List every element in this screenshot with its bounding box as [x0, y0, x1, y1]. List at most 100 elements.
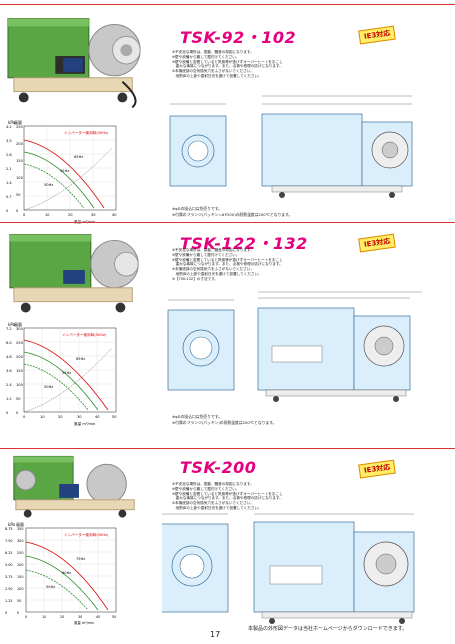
svg-text:300: 300 — [17, 539, 23, 543]
dimension-drawing — [167, 291, 422, 402]
curve-55hz — [23, 351, 99, 411]
svg-text:200: 200 — [16, 142, 24, 146]
svg-text:75Hz: 75Hz — [76, 557, 85, 561]
svg-text:1.4: 1.4 — [6, 181, 12, 185]
svg-text:20: 20 — [60, 615, 64, 619]
model-title: TSK-200 — [180, 458, 257, 477]
top-rule — [0, 4, 455, 5]
svg-text:50: 50 — [112, 615, 116, 619]
svg-text:100: 100 — [16, 176, 24, 180]
svg-text:50Hz: 50Hz — [46, 585, 55, 589]
ie3-badge: IE3対応 — [357, 25, 396, 45]
footnote: ※φDの吸込口は別売りです。 — [172, 206, 222, 211]
svg-text:4.2: 4.2 — [6, 125, 12, 129]
svg-text:150: 150 — [16, 369, 24, 373]
performance-chart: kPa 風量 インバーター使用時(50Hz) 65Hz 55Hz 50Hz 4.… — [6, 119, 117, 224]
svg-text:kPa: kPa — [8, 120, 16, 125]
svg-text:6.0: 6.0 — [6, 341, 12, 345]
svg-text:50Hz: 50Hz — [44, 385, 53, 389]
product-photo — [13, 455, 135, 518]
svg-text:40: 40 — [96, 615, 100, 619]
svg-text:50Hz: 50Hz — [44, 183, 53, 187]
ie3-badge: IE3対応 — [357, 233, 396, 253]
svg-text:350: 350 — [17, 527, 23, 531]
svg-text:6.25: 6.25 — [5, 551, 13, 555]
svg-text:3.5: 3.5 — [6, 139, 12, 143]
svg-text:0: 0 — [23, 415, 26, 419]
svg-text:200: 200 — [17, 563, 23, 567]
svg-text:0.7: 0.7 — [6, 195, 12, 199]
svg-text:100: 100 — [16, 383, 24, 387]
page-footer: 本製品の外形図データは当社ホームページからダウンロードできます。 — [248, 626, 408, 632]
svg-text:60Hz: 60Hz — [62, 571, 71, 575]
svg-text:65Hz: 65Hz — [76, 357, 85, 361]
svg-text:30: 30 — [77, 415, 82, 419]
svg-text:0: 0 — [16, 209, 19, 213]
svg-text:10: 10 — [40, 415, 45, 419]
performance-chart: kPa 風量 インバーター使用時(50Hz) 75Hz 60Hz 50Hz 8.… — [5, 521, 116, 625]
svg-text:kPa: kPa — [8, 522, 16, 527]
svg-text:風量: 風量 — [16, 521, 24, 527]
svg-text:0: 0 — [25, 615, 27, 619]
performance-chart: kPa 風量 インバーター使用時(50Hz) 65Hz 55Hz 50Hz 7.… — [6, 321, 117, 426]
svg-text:300: 300 — [16, 327, 24, 331]
svg-text:風量 m³/min: 風量 m³/min — [74, 219, 95, 224]
svg-text:インバーター使用時(50Hz): インバーター使用時(50Hz) — [64, 532, 109, 537]
footnote: ※付属のフランジ(パッキン=#P200)の耐熱温度は200℃となります。 — [172, 212, 293, 217]
svg-text:40: 40 — [95, 415, 100, 419]
footnote: ※φDの吸込口は別売りです。 — [172, 414, 222, 419]
product-photo — [7, 18, 141, 109]
svg-text:インバーター使用時(50Hz): インバーター使用時(50Hz) — [62, 332, 107, 337]
svg-text:200: 200 — [16, 355, 24, 359]
svg-text:55Hz: 55Hz — [62, 371, 71, 375]
curve-65hz — [23, 139, 105, 209]
svg-text:150: 150 — [16, 159, 24, 163]
svg-text:0: 0 — [16, 411, 19, 415]
svg-text:65Hz: 65Hz — [74, 155, 83, 159]
ie3-badge: IE3対応 — [357, 459, 396, 479]
svg-text:20: 20 — [58, 415, 63, 419]
svg-text:0: 0 — [6, 209, 9, 213]
curve-60hz — [25, 555, 99, 611]
svg-text:250: 250 — [16, 125, 24, 129]
curve-55hz — [23, 151, 95, 209]
svg-text:250: 250 — [16, 341, 24, 345]
svg-text:50: 50 — [16, 193, 21, 197]
curve-50hz — [25, 569, 89, 611]
svg-text:風量 m³/min: 風量 m³/min — [74, 421, 95, 426]
dimension-drawing — [162, 513, 415, 624]
svg-text:0: 0 — [17, 611, 19, 615]
svg-text:2.1: 2.1 — [6, 167, 12, 171]
svg-text:150: 150 — [17, 575, 23, 579]
svg-text:3.75: 3.75 — [5, 575, 13, 579]
curve-65hz — [23, 339, 109, 411]
svg-text:0: 0 — [6, 411, 9, 415]
page-number: 17 — [210, 630, 221, 639]
svg-text:2.50: 2.50 — [5, 587, 13, 591]
svg-text:インバーター使用時(50Hz): インバーター使用時(50Hz) — [64, 130, 109, 135]
model-title: TSK-92・102 — [180, 28, 297, 47]
model-title: TSK-122・132 — [180, 234, 308, 253]
curve-75hz — [25, 541, 109, 611]
section-divider — [0, 448, 455, 449]
svg-text:2.8: 2.8 — [6, 153, 12, 157]
svg-text:8.75: 8.75 — [5, 527, 13, 531]
svg-text:1.25: 1.25 — [5, 599, 13, 603]
svg-text:4.8: 4.8 — [6, 355, 12, 359]
svg-text:10: 10 — [42, 615, 46, 619]
svg-text:0: 0 — [5, 611, 7, 615]
svg-text:50: 50 — [16, 397, 21, 401]
svg-text:20: 20 — [68, 213, 73, 217]
svg-text:50: 50 — [112, 415, 117, 419]
svg-text:5.00: 5.00 — [5, 563, 13, 567]
svg-text:40: 40 — [112, 213, 117, 217]
section-divider — [0, 222, 455, 223]
notes: ※不安定な場所は、振動、騒音の原因になります。 ※壁や設備から離して据付けてくだ… — [172, 482, 283, 510]
svg-text:0: 0 — [23, 213, 26, 217]
svg-text:2.4: 2.4 — [6, 383, 12, 387]
svg-text:55Hz: 55Hz — [60, 169, 69, 173]
svg-text:7.2: 7.2 — [6, 327, 12, 331]
curve-50hz — [23, 363, 89, 411]
svg-text:250: 250 — [17, 551, 23, 555]
svg-text:100: 100 — [17, 587, 23, 591]
